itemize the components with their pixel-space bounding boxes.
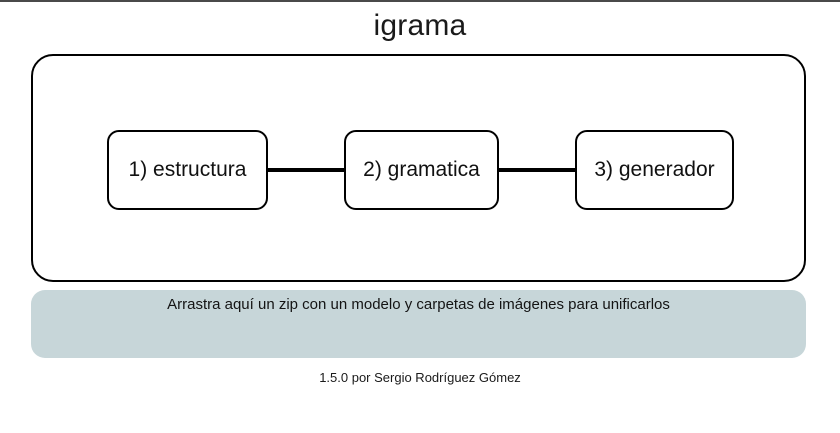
flow-diagram: 1) estructura 2) gramatica 3) generador [33,56,808,284]
flow-step-estructura[interactable]: 1) estructura [107,130,268,210]
window-top-border [0,0,840,2]
flow-step-label: 1) estructura [128,158,247,181]
page-title: igrama [373,9,467,42]
flow-step-generador[interactable]: 3) generador [575,130,734,210]
flow-connector-2 [499,168,575,172]
footer-credit: 1.5.0 por Sergio Rodríguez Gómez [319,370,521,385]
file-drop-zone[interactable]: Arrastra aquí un zip con un modelo y car… [31,290,806,358]
flow-step-gramatica[interactable]: 2) gramatica [344,130,499,210]
flow-step-label: 2) gramatica [363,158,480,181]
flow-connector-1 [268,168,344,172]
drop-zone-instruction: Arrastra aquí un zip con un modelo y car… [167,296,670,313]
flow-step-label: 3) generador [594,158,715,181]
diagram-panel: 1) estructura 2) gramatica 3) generador [31,54,806,282]
